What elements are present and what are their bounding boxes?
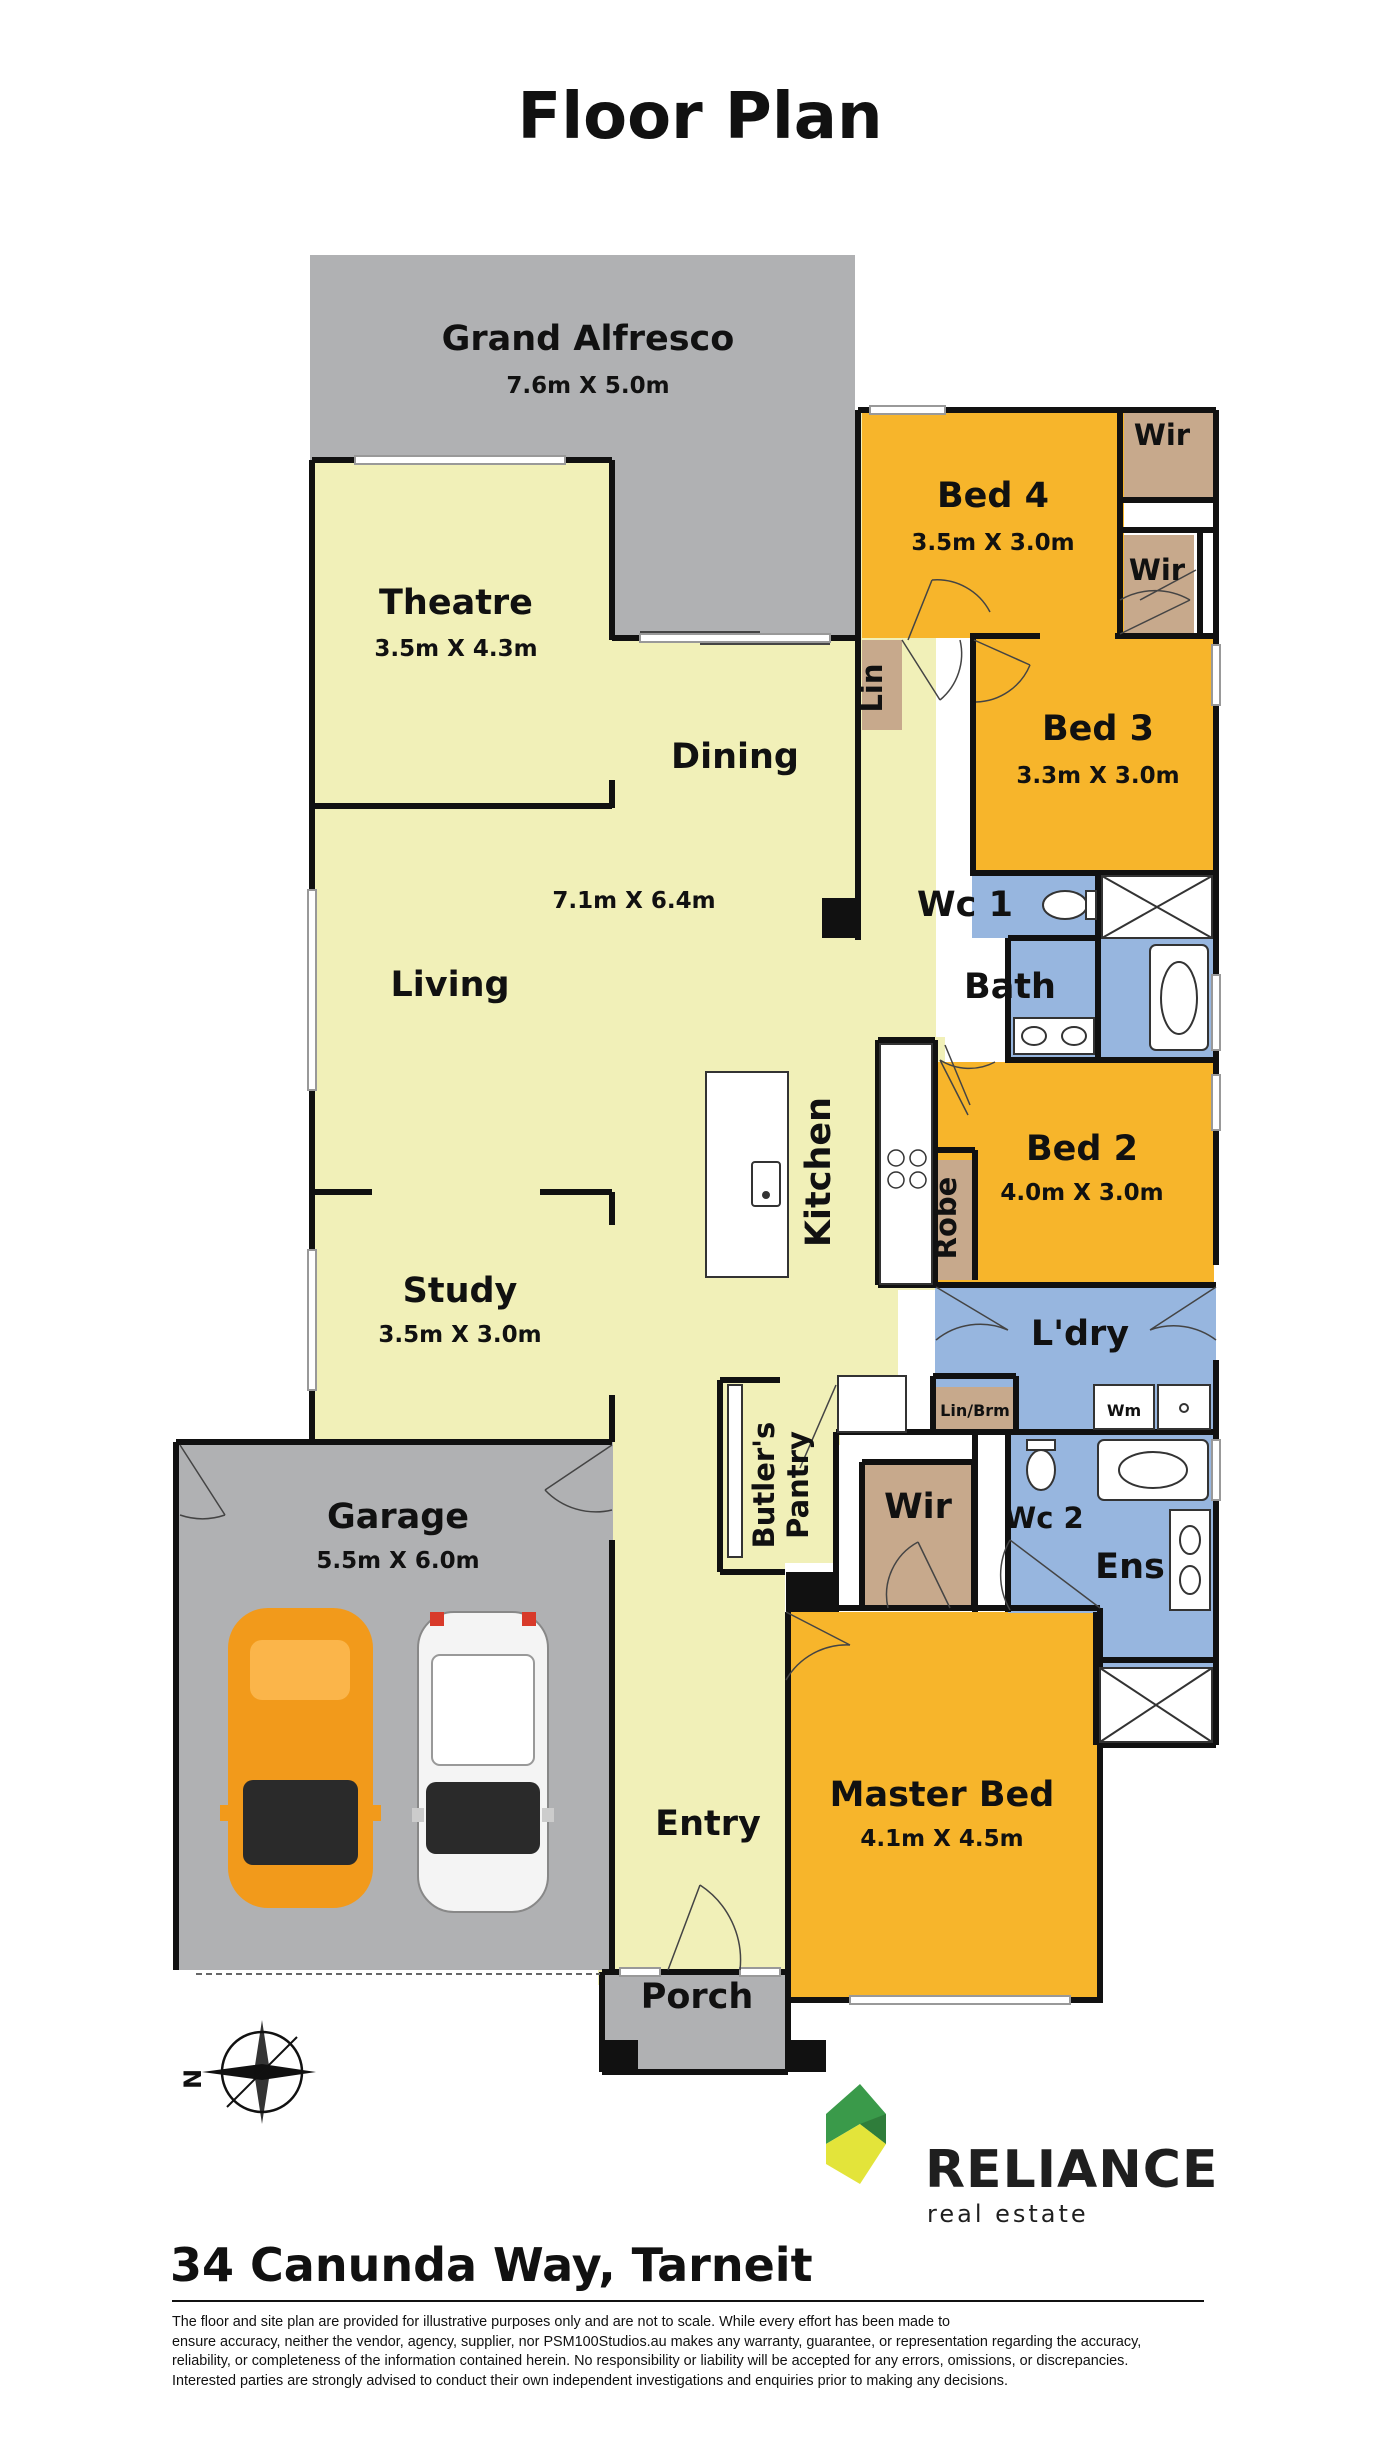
divider <box>172 2300 1204 2302</box>
pantry-shelf <box>727 1384 743 1558</box>
bed4-name: Bed 4 <box>937 476 1049 516</box>
bed4-dims: 3.5m X 3.0m <box>911 530 1074 556</box>
brand-sub: real estate <box>927 2200 1089 2228</box>
disclaimer-line: Interested parties are strongly advised … <box>172 2372 1008 2389</box>
master-dims: 4.1m X 4.5m <box>860 1826 1023 1852</box>
wir-master-name: Wir <box>884 1487 953 1527</box>
study-name: Study <box>403 1271 518 1311</box>
windows <box>307 405 1221 2005</box>
cooktop <box>887 1149 927 1189</box>
living-dims: 7.1m X 6.4m <box>552 888 715 914</box>
robe-name: Robe <box>929 1177 963 1260</box>
kitchen-fixtures <box>705 1043 933 1558</box>
butlers-pantry-area <box>728 1385 836 1563</box>
ens-name: Ens <box>1095 1547 1165 1587</box>
property-address: 34 Canunda Way, Tarneit <box>170 2238 813 2292</box>
wir-master <box>862 1462 974 1610</box>
dining-name: Dining <box>671 737 799 777</box>
bed4-area <box>862 410 1124 638</box>
laundry-name: L'dry <box>1031 1314 1129 1354</box>
theatre-name: Theatre <box>379 583 533 623</box>
wc1-name: Wc 1 <box>917 885 1013 925</box>
alfresco-name: Grand Alfresco <box>442 319 735 359</box>
reliance-logo-icon <box>826 2084 886 2184</box>
porch-name: Porch <box>641 1977 754 2017</box>
butlers-line2: Pantry <box>781 1431 815 1539</box>
bed3-area <box>974 636 1214 871</box>
lin-cupboard <box>862 640 902 730</box>
robe-cupboard <box>936 1160 976 1280</box>
compass-label: N <box>179 2069 207 2089</box>
living-name: Living <box>390 965 509 1005</box>
master-area <box>788 1612 1101 2000</box>
wir-b-name: Wir <box>1129 553 1186 587</box>
fridge <box>837 1375 907 1433</box>
car-white <box>412 1611 554 1913</box>
disclaimer-line: The floor and site plan are provided for… <box>172 2314 951 2330</box>
entry-name: Entry <box>655 1804 761 1844</box>
butlers-line1: Butler's <box>747 1422 781 1549</box>
disclaimer-line: reliability, or completeness of the info… <box>172 2353 1129 2369</box>
master-name: Master Bed <box>830 1775 1055 1815</box>
columns <box>602 898 858 2072</box>
toilet-2 <box>1026 1449 1056 1491</box>
bed2-name: Bed 2 <box>1026 1129 1138 1169</box>
toilet-1 <box>1042 890 1088 920</box>
disclaimer-line: ensure accuracy, neither the vendor, age… <box>172 2333 1142 2350</box>
study-dims: 3.5m X 3.0m <box>378 1322 541 1348</box>
lin-brm-name: Lin/Brm <box>940 1401 1010 1420</box>
washing-machine <box>1093 1384 1155 1430</box>
sliding-doors <box>640 631 830 645</box>
door-swings <box>179 569 1217 1971</box>
lin-name: Lin <box>855 663 889 712</box>
page-title: Floor Plan <box>517 80 883 154</box>
bath-name: Bath <box>964 967 1056 1007</box>
garage-name: Garage <box>327 1497 469 1537</box>
alfresco-dims: 7.6m X 5.0m <box>506 373 669 399</box>
wc2-name: Wc 2 <box>1004 1501 1083 1535</box>
wir-b <box>1124 535 1194 635</box>
compass-icon <box>202 2020 316 2124</box>
garage-dims: 5.5m X 6.0m <box>316 1548 479 1574</box>
wet-fixtures <box>1013 875 1213 1743</box>
bed2-dims: 4.0m X 3.0m <box>1000 1180 1163 1206</box>
bed3-name: Bed 3 <box>1042 709 1154 749</box>
kitchen-sink <box>751 1161 781 1207</box>
wir-a <box>1124 410 1216 498</box>
wir-a-name: Wir <box>1134 418 1191 452</box>
kitchen-name: Kitchen <box>799 1097 839 1247</box>
wm-name: Wm <box>1107 1401 1141 1420</box>
brand-name: RELIANCE <box>925 2140 1219 2200</box>
bed2-area <box>936 1062 1214 1282</box>
disclaimer: The floor and site plan are provided for… <box>172 2313 1252 2391</box>
room-labels: Grand Alfresco 7.6m X 5.0m Theatre 3.5m … <box>316 319 1190 2017</box>
bed3-dims: 3.3m X 3.0m <box>1016 763 1179 789</box>
theatre-dims: 3.5m X 4.3m <box>374 636 537 662</box>
lin-brm-cupboard <box>935 1387 1015 1434</box>
car-orange <box>220 1608 381 1908</box>
